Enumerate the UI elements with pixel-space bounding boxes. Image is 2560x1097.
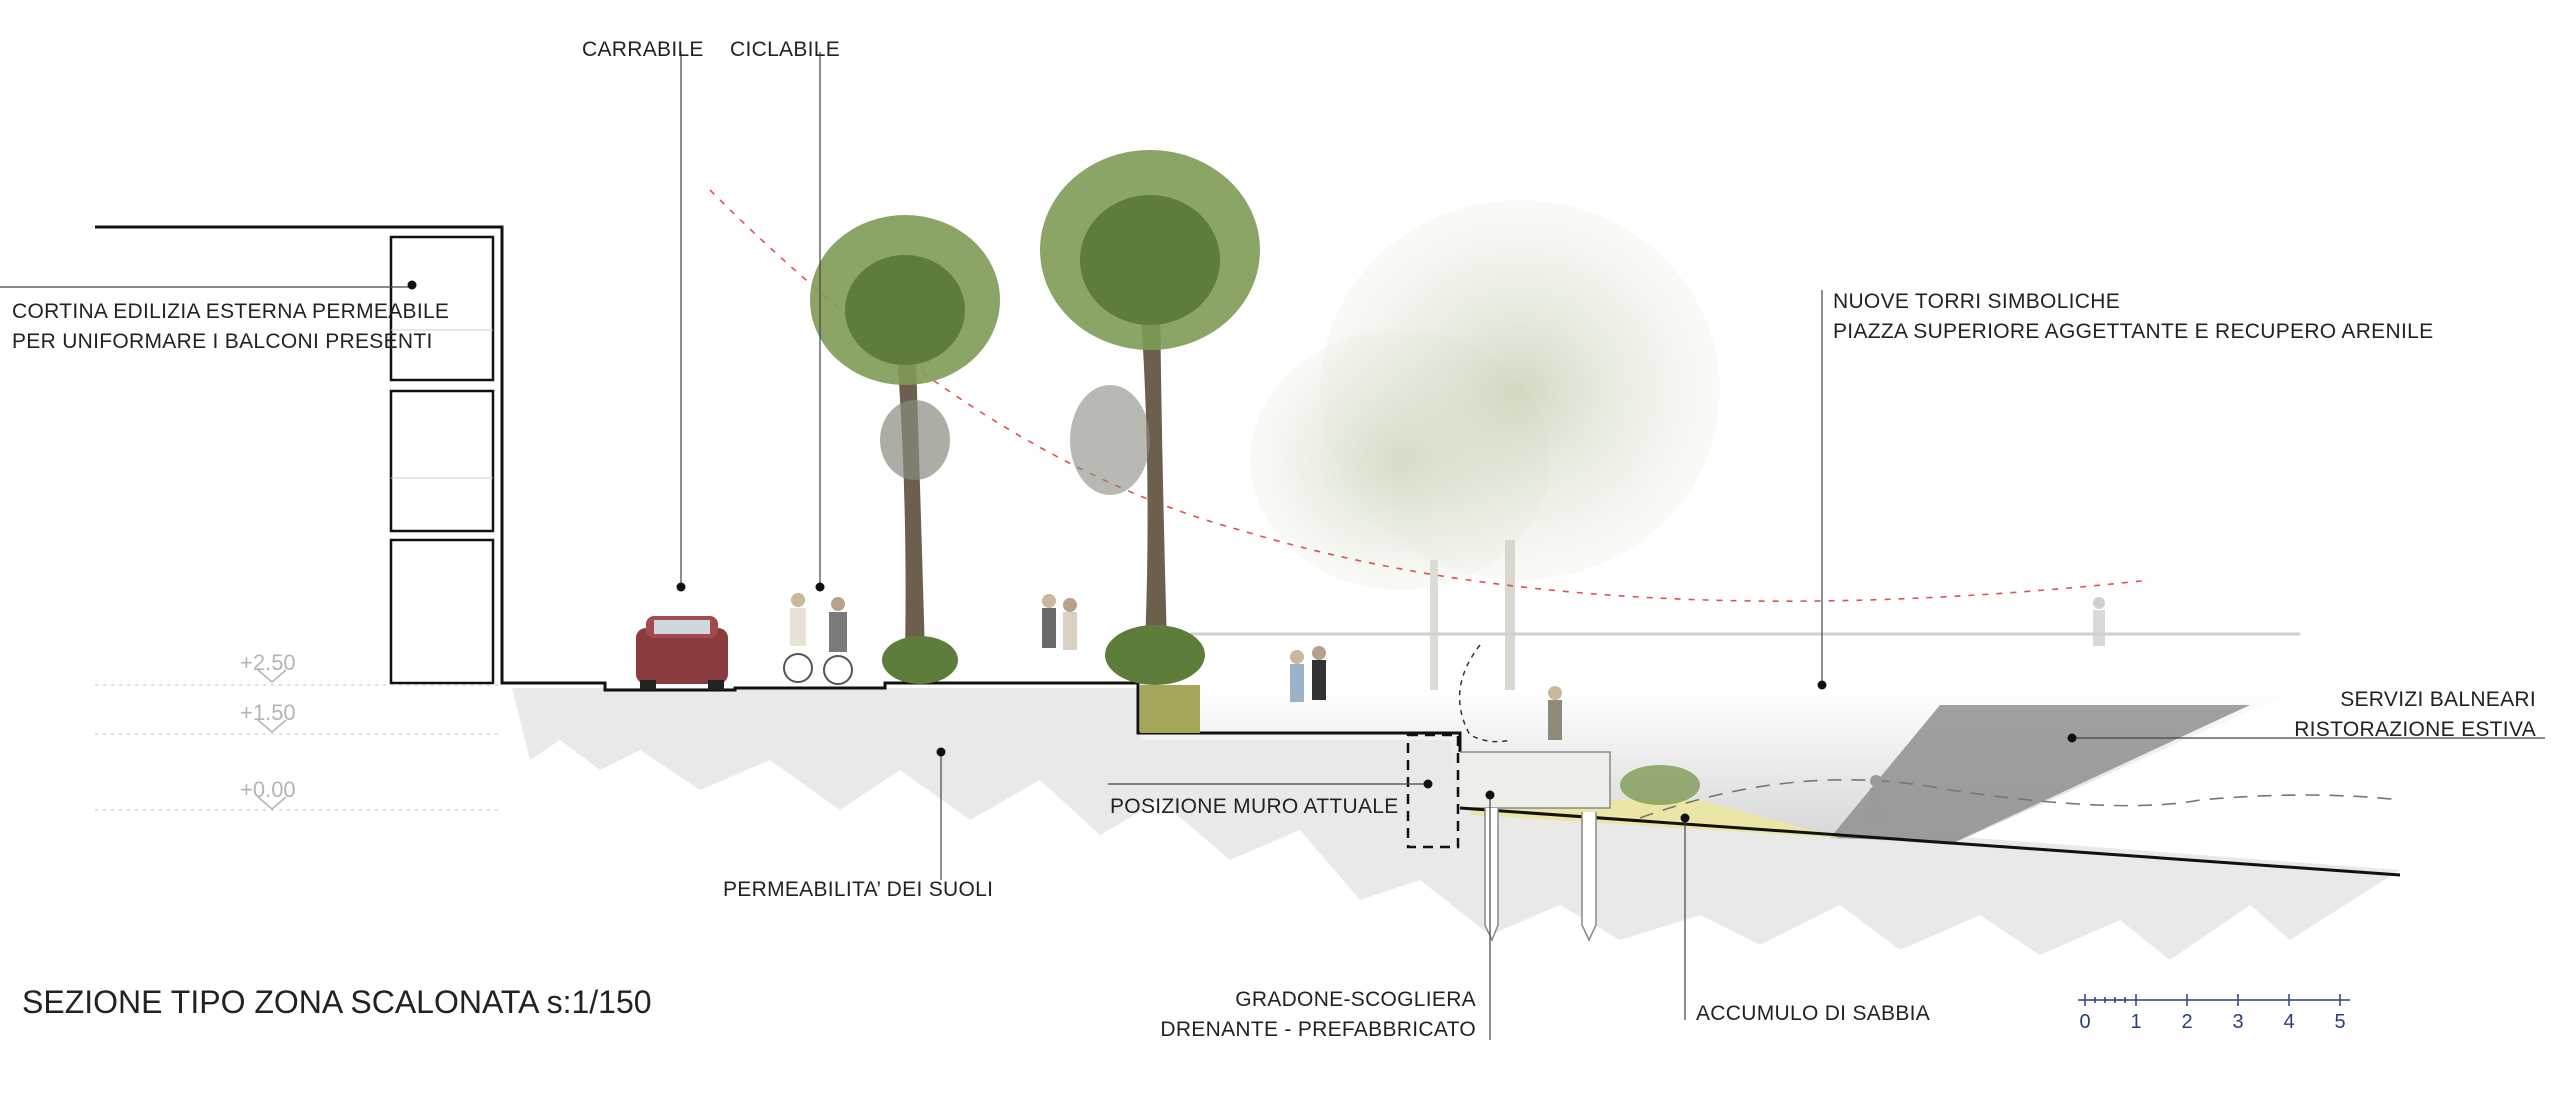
level-guides xyxy=(95,684,500,811)
scale-tick-label: 2 xyxy=(2181,1011,2192,1033)
label-servizi-1: SERVIZI BALNEARI xyxy=(2340,688,2536,711)
scale-tick-label: 0 xyxy=(2079,1011,2090,1033)
palm-tree-2 xyxy=(1040,150,1260,645)
level-label: +2.50 xyxy=(240,650,296,675)
ground-soil xyxy=(512,688,2400,960)
scale-tick-label: 5 xyxy=(2334,1011,2345,1033)
planter-block xyxy=(1140,685,1200,733)
label-cortina-1: CORTINA EDILIZIA ESTERNA PERMEABILE xyxy=(12,300,449,323)
leader-dots xyxy=(407,280,2077,823)
scale-tick-label: 4 xyxy=(2283,1011,2294,1033)
scale-tick-label: 3 xyxy=(2232,1011,2243,1033)
level-label: +1.50 xyxy=(240,700,296,725)
existing-wall-dashed xyxy=(1406,733,1460,849)
servizi-balneari-volume xyxy=(1830,705,2250,842)
label-gradone-1: GRADONE-SCOGLIERA xyxy=(1235,988,1476,1011)
label-posizione-muro: POSIZIONE MURO ATTUALE xyxy=(1110,795,1399,818)
tower-guide-curve xyxy=(709,189,2151,602)
balcony-screen-3 xyxy=(389,538,495,685)
car-figure xyxy=(636,616,728,690)
leader-lines xyxy=(0,52,2545,1040)
label-carrabile: CARRABILE xyxy=(582,38,704,61)
gradone-step xyxy=(1460,751,1611,809)
access-arrow xyxy=(1458,644,1511,743)
level-label: +0.00 xyxy=(240,777,296,802)
shrub xyxy=(882,636,958,684)
shrub xyxy=(1105,625,1205,685)
cyclists-figure xyxy=(783,593,853,685)
balcony-screen-1 xyxy=(389,235,495,382)
level-markers xyxy=(257,669,287,810)
label-permeabilita: PERMEABILITA’ DEI SUOLI xyxy=(723,878,993,901)
beach-slope-line xyxy=(1459,806,2401,877)
label-accumulo: ACCUMULO DI SABBIA xyxy=(1696,1002,1930,1025)
shrub xyxy=(1620,765,1700,805)
waterline-curve xyxy=(1639,778,2401,819)
palm-tree-1 xyxy=(810,215,1000,655)
building-outline xyxy=(95,225,1462,752)
label-cortina-2: PER UNIFORMARE I BALCONI PRESENTI xyxy=(12,330,433,353)
pedestrians-group xyxy=(1042,594,2105,824)
pile-1 xyxy=(1484,808,1499,942)
background-tree-right xyxy=(1320,200,1720,580)
label-ciclabile: CICLABILE xyxy=(730,38,840,61)
background-tree-trunk xyxy=(1505,540,1515,690)
label-servizi-2: RISTORAZIONE ESTIVA xyxy=(2294,718,2536,741)
scale-bar xyxy=(2078,994,2350,1006)
label-torri-2: PIAZZA SUPERIORE AGGETTANTE E RECUPERO A… xyxy=(1833,320,2433,343)
balcony-screen-2 xyxy=(389,389,495,533)
label-gradone-2: DRENANTE - PREFABBRICATO xyxy=(1160,1018,1476,1041)
pile-2 xyxy=(1581,812,1597,942)
label-torri-1: NUOVE TORRI SIMBOLICHE xyxy=(1833,290,2120,313)
background-tree-trunk xyxy=(1430,560,1438,690)
scale-tick-label: 1 xyxy=(2130,1011,2141,1033)
drawing-title: SEZIONE TIPO ZONA SCALONATA s:1/150 xyxy=(22,984,652,1020)
